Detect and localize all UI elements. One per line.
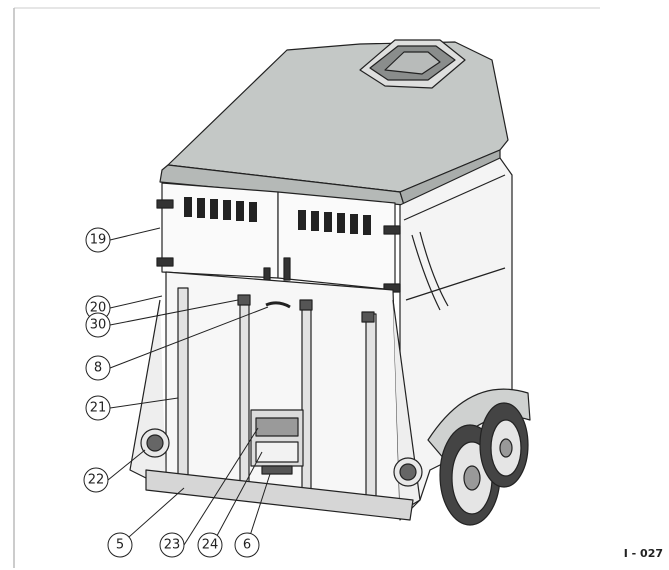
lower-hatch xyxy=(250,409,304,475)
callout-19: 19 xyxy=(85,227,111,253)
trailer-illustration xyxy=(129,39,531,526)
vent-slots-right xyxy=(298,210,371,235)
callout-21: 21 xyxy=(85,395,111,421)
callout-23: 23 xyxy=(159,532,185,558)
figure-id: I - 027 xyxy=(623,547,663,560)
upper-door-right xyxy=(277,191,396,291)
callout-30: 30 xyxy=(85,312,111,338)
callout-24: 24 xyxy=(197,532,223,558)
callout-20: 20 xyxy=(85,295,111,321)
callout-6: 6 xyxy=(234,532,260,558)
svg-text:24: 24 xyxy=(202,538,219,553)
centre-handle xyxy=(265,301,291,309)
svg-text:21: 21 xyxy=(90,401,107,416)
tail-light-left xyxy=(140,428,170,458)
upper-door-left xyxy=(161,182,279,279)
svg-text:19: 19 xyxy=(90,233,107,248)
roof-vent xyxy=(359,39,466,89)
svg-text:30: 30 xyxy=(90,318,107,333)
callout-5: 5 xyxy=(107,532,133,558)
front-wheel xyxy=(479,402,529,488)
hinges xyxy=(156,199,401,293)
svg-text:22: 22 xyxy=(88,473,105,488)
svg-text:5: 5 xyxy=(116,538,124,553)
callouts: 19 20 30 8 21 22 5 23 xyxy=(83,227,260,558)
svg-text:8: 8 xyxy=(94,361,102,376)
callout-8: 8 xyxy=(85,355,111,381)
tail-light-right xyxy=(393,457,423,487)
svg-text:6: 6 xyxy=(243,538,251,553)
callout-22: 22 xyxy=(83,467,109,493)
svg-text:20: 20 xyxy=(90,301,107,316)
svg-text:23: 23 xyxy=(164,538,181,553)
ramp-bottom-edge xyxy=(145,469,414,521)
vent-slots-left xyxy=(184,197,257,222)
